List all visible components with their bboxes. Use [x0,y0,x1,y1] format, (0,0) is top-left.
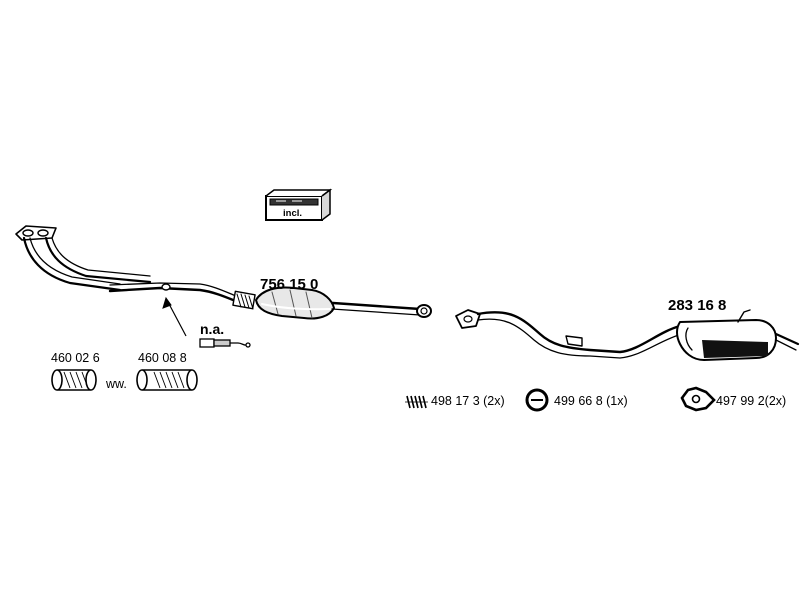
part-number-flex-left: 460 02 6 [51,351,100,365]
flex-coupling-right [136,369,198,391]
rubber-ring-icon [525,388,549,412]
flex-coupling-left [51,369,97,391]
front-pipe-assembly [15,225,432,320]
not-available-label: n.a. [200,321,225,337]
catalytic-converter [255,286,335,320]
rubber-hanger-icon [680,386,716,412]
sensor-boss [161,283,171,291]
spring-icon [405,395,428,409]
included-label: incl. [283,208,303,219]
flex-joint [232,290,256,310]
rear-inlet-flange [455,309,481,329]
rear-pipe-assembly [455,309,800,361]
lambda-sensor [199,338,251,348]
pipe-bracket [565,335,583,347]
part-number-rear-silencer: 283 16 8 [668,297,727,314]
part-number-front-pipe: 756 15 0 [260,276,319,293]
outlet-flange [416,304,432,318]
sensor-arrow [162,296,187,337]
part-number-flex-right: 460 08 8 [138,351,187,365]
mounting-kit-box-icon [265,188,333,221]
manifold-flange [15,225,57,241]
part-number-ring: 499 66 8 (1x) [554,394,628,408]
part-number-hanger: 497 99 2(2x) [716,394,787,408]
part-number-spring: 498 17 3 (2x) [431,394,505,408]
alternative-label: ww. [106,377,127,391]
